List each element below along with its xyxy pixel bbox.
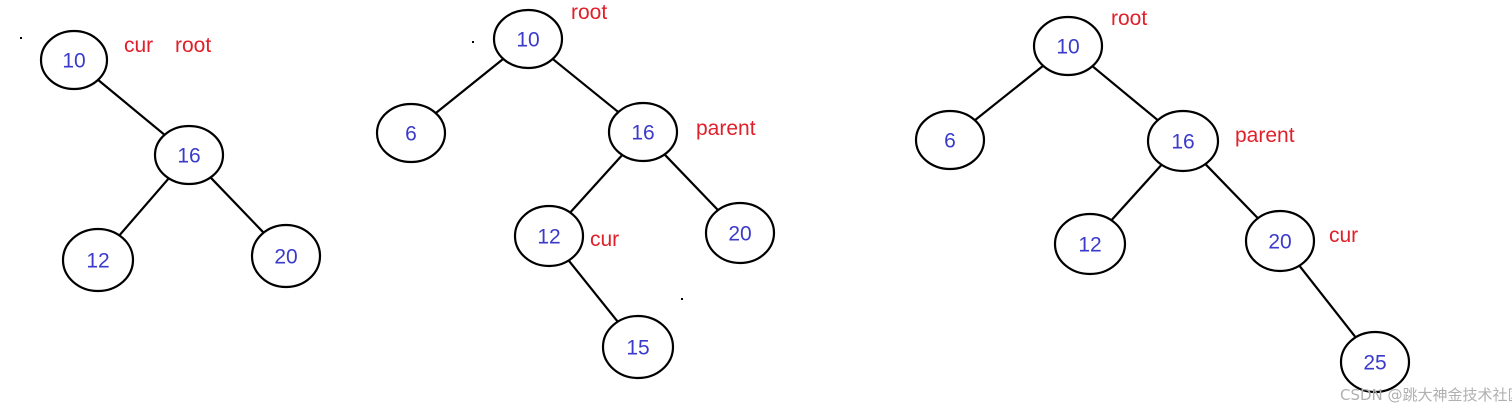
pointer-label-cur: cur: [590, 228, 619, 251]
pointer-label-parent: parent: [1235, 124, 1295, 147]
tree-node-20: 20: [1244, 209, 1316, 273]
node-value: 10: [62, 50, 85, 73]
node-circle: [513, 204, 585, 268]
node-value: 16: [177, 145, 200, 168]
node-value: 12: [537, 226, 560, 249]
tree-node-20: 20: [250, 223, 322, 289]
node-circle: [39, 29, 109, 91]
tree-node-10: 10: [1032, 15, 1104, 77]
tree-node-12: 12: [1053, 212, 1127, 276]
node-circle: [1244, 209, 1316, 273]
node-circle: [601, 314, 675, 380]
edge-20-25: [1298, 264, 1357, 339]
node-value: 12: [1078, 234, 1101, 257]
node-value: 20: [728, 223, 751, 246]
tree-node-16: 16: [153, 124, 225, 186]
node-circle: [704, 201, 776, 265]
tree-node-20: 20: [704, 201, 776, 265]
node-value: 10: [516, 29, 539, 52]
tree-2: 10 6 16 12 20 15 root parent cur: [375, 1, 776, 380]
tree-node-12: 12: [513, 204, 585, 268]
edge-10-6: [435, 58, 504, 114]
tree-3: 10 6 16 12 20 25 root parent cur: [914, 7, 1411, 394]
tree-node-12: 12: [61, 227, 135, 293]
pointer-label-root: root: [571, 1, 607, 24]
node-value: 25: [1363, 352, 1386, 375]
node-circle: [1032, 15, 1104, 77]
stray-mark: [472, 41, 474, 43]
node-circle: [61, 227, 135, 293]
node-circle: [492, 8, 564, 70]
pointer-label-root: root: [175, 34, 211, 57]
node-value: 10: [1056, 36, 1079, 59]
edge-16-12: [1110, 163, 1163, 222]
edge-16-20: [209, 176, 265, 234]
tree-node-6: 6: [375, 102, 447, 164]
tree-node-10: 10: [39, 29, 109, 91]
node-value: 16: [1171, 131, 1194, 154]
pointer-label-parent: parent: [696, 117, 756, 140]
tree-node-25: 25: [1339, 330, 1411, 394]
edge-10-16: [1091, 65, 1159, 122]
node-value: 20: [1268, 231, 1291, 254]
stray-mark: [681, 298, 683, 300]
node-value: 16: [631, 122, 654, 145]
pointer-label-cur: cur: [1329, 224, 1358, 247]
edge-10-16: [551, 58, 620, 113]
edge-16-12: [569, 154, 624, 214]
node-circle: [1053, 212, 1127, 276]
edge-10-6: [974, 64, 1044, 122]
watermark-text: CSDN @跳大神金技术社区: [1340, 386, 1512, 404]
stray-mark: [916, 146, 918, 148]
node-circle: [1339, 330, 1411, 394]
node-value: 12: [86, 250, 109, 273]
node-circle: [914, 109, 986, 171]
node-circle: [153, 124, 225, 186]
node-circle: [250, 223, 322, 289]
edge-10-16: [97, 79, 166, 136]
node-value: 6: [405, 123, 417, 146]
tree-node-6: 6: [914, 109, 986, 171]
node-circle: [375, 102, 447, 164]
pointer-label-root: root: [1111, 7, 1147, 30]
edge-12-15: [567, 259, 619, 323]
node-value: 6: [944, 130, 956, 153]
edge-16-20: [1204, 163, 1259, 219]
edge-16-12: [118, 177, 170, 237]
node-value: 20: [274, 246, 297, 269]
edge-16-20: [663, 153, 719, 211]
tree-node-15: 15: [601, 314, 675, 380]
node-circle: [607, 101, 679, 163]
pointer-label-cur: cur: [124, 34, 153, 57]
tree-node-16: 16: [1146, 109, 1220, 173]
node-value: 15: [626, 337, 649, 360]
tree-node-10: 10: [492, 8, 564, 70]
node-circle: [1146, 109, 1220, 173]
stray-mark: [20, 37, 22, 39]
tree-node-16: 16: [607, 101, 679, 163]
